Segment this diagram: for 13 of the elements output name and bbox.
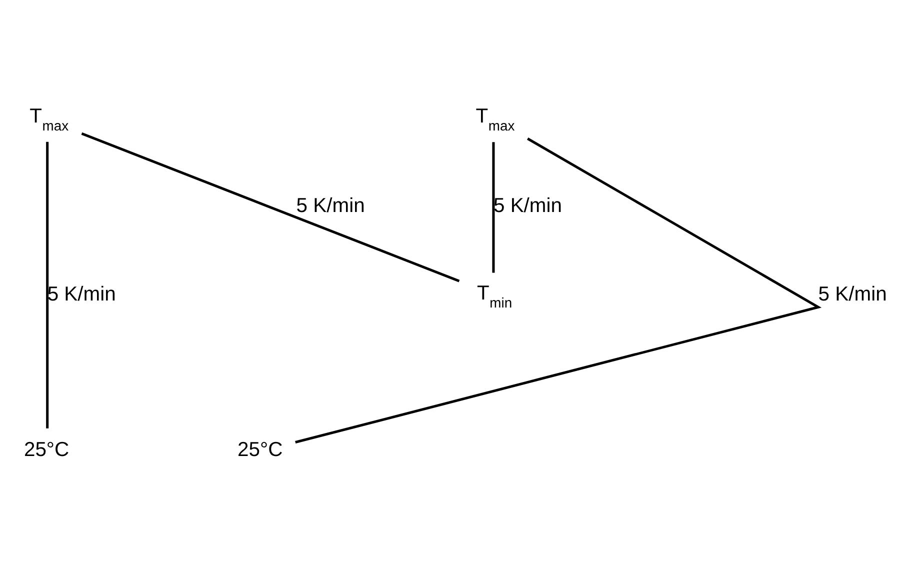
edge-label: 5 K/min — [493, 195, 562, 218]
connector — [492, 142, 495, 273]
edge-label: 5 K/min — [818, 284, 887, 306]
connector — [81, 132, 460, 282]
edge-label: 5 K/min — [47, 284, 116, 306]
node-text: T$_{min}$ — [477, 282, 512, 310]
node-text: 25°C — [24, 439, 70, 461]
node-text: 25°C — [238, 439, 283, 461]
connector — [46, 142, 49, 428]
edge-label: 5 K/min — [296, 195, 365, 218]
connector — [295, 138, 820, 444]
node-text: T$_{max}$ — [476, 105, 515, 134]
node-text: T$_{max}$ — [30, 105, 69, 134]
